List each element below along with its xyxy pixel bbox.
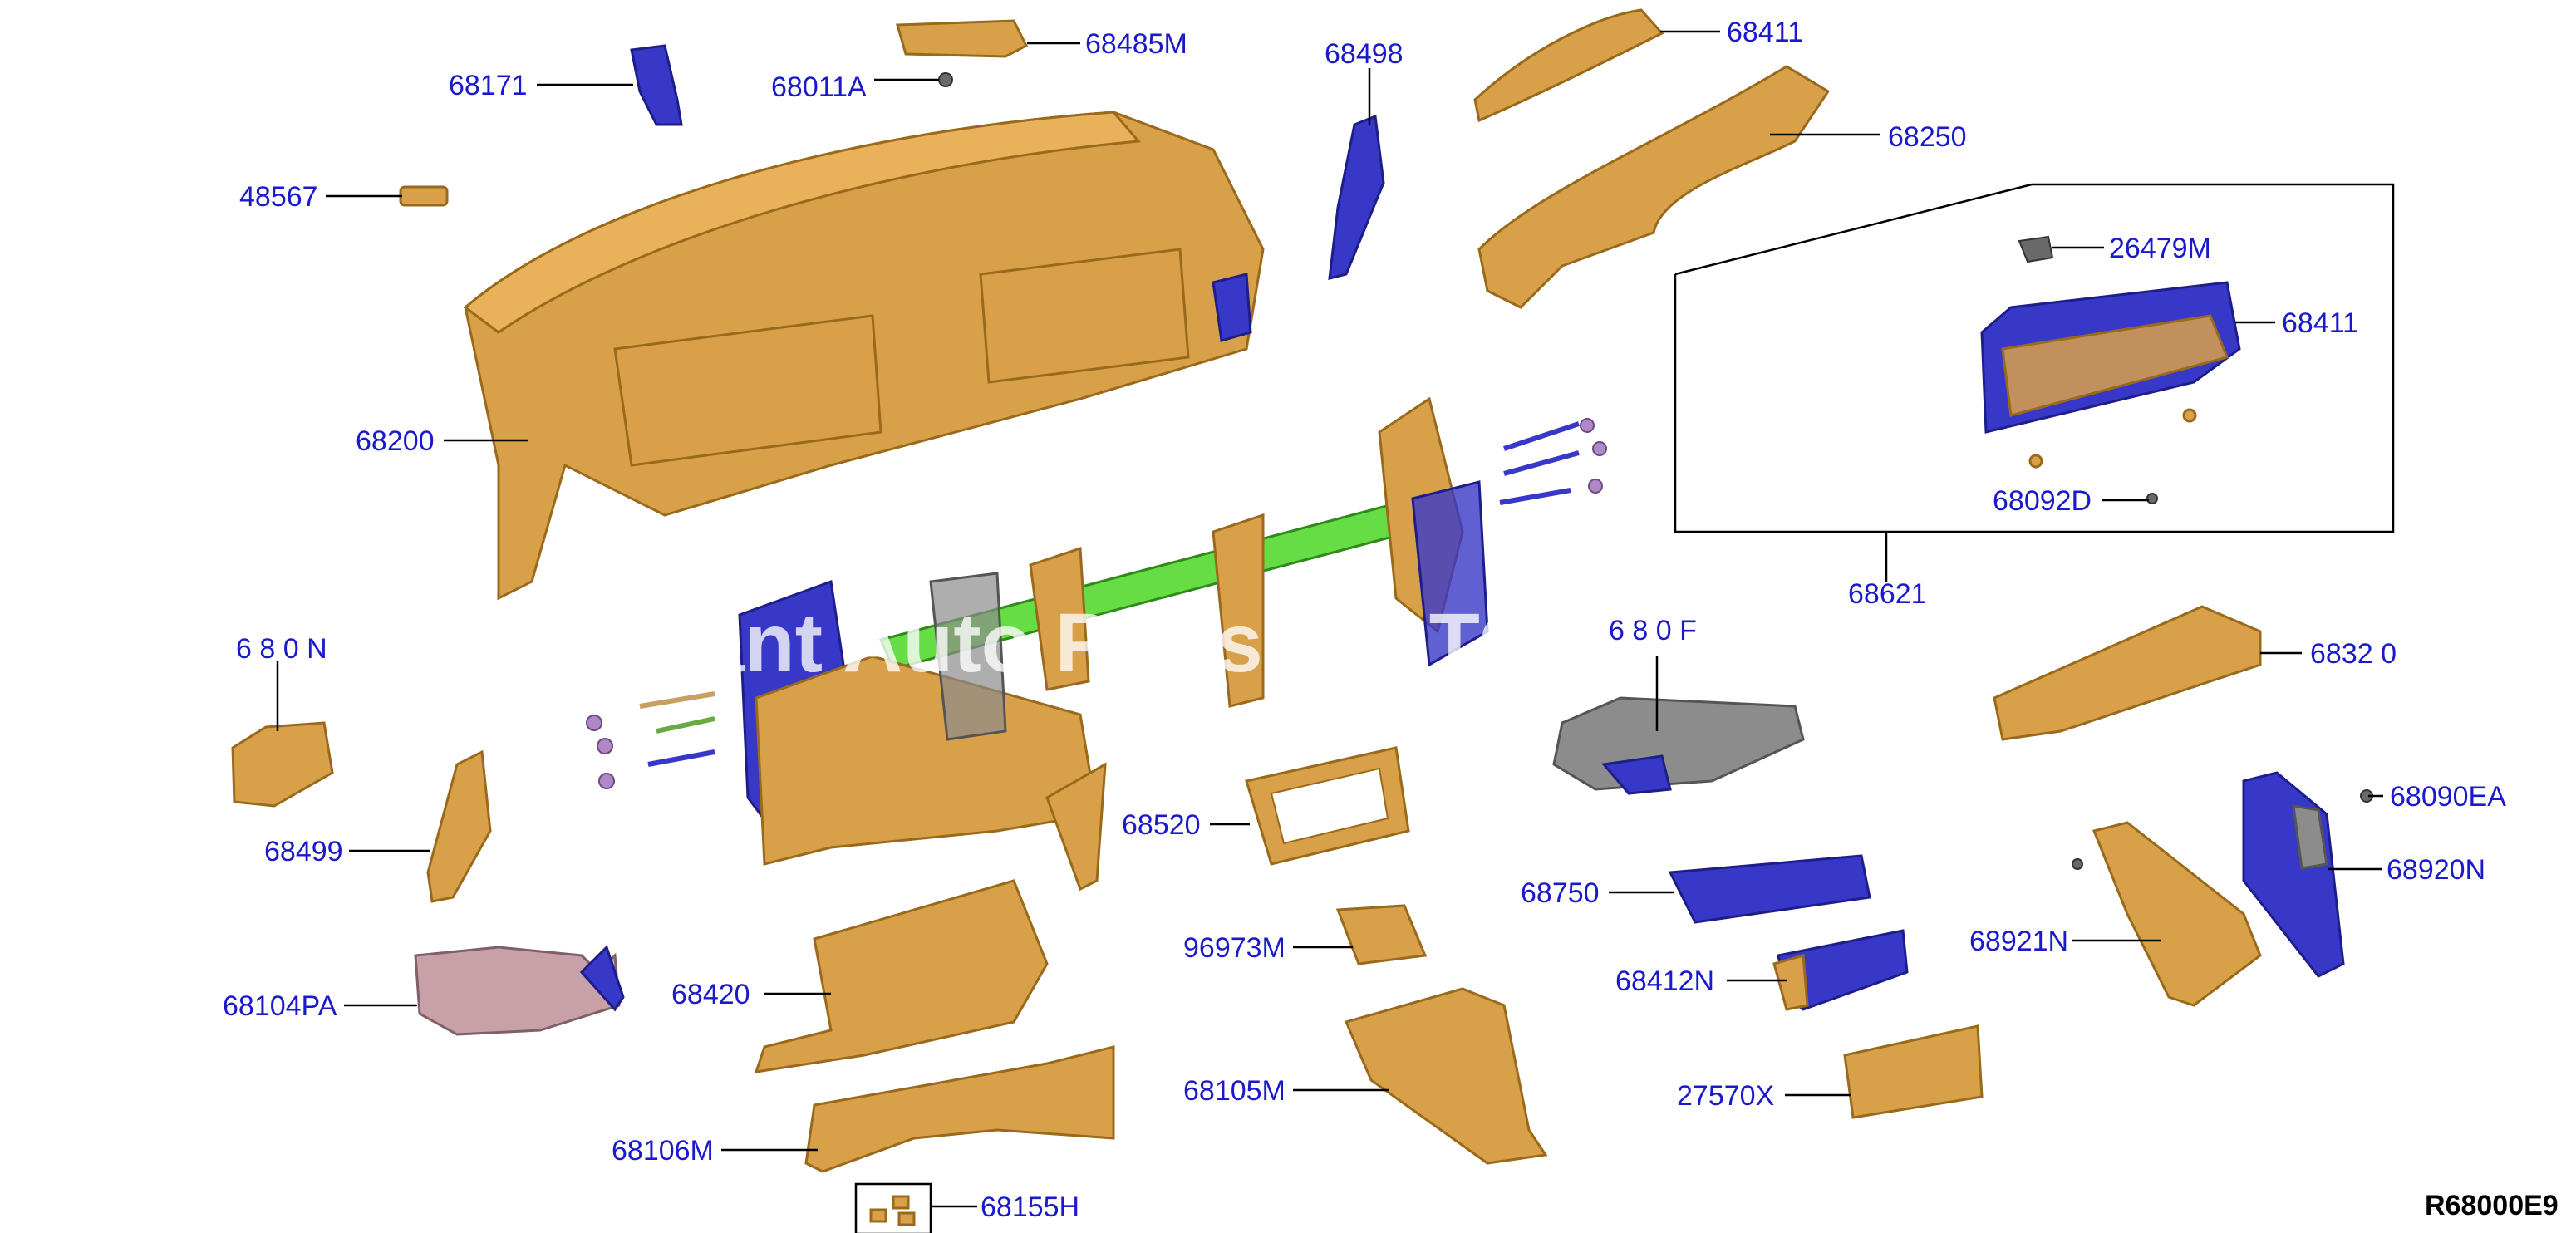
label-6832: 6832 0 bbox=[2310, 638, 2397, 670]
part-68420-finisher bbox=[754, 879, 1049, 1073]
part-68104PA-insulator bbox=[414, 946, 621, 1036]
label-68104PA: 68104PA bbox=[223, 990, 337, 1022]
diagram-reference-code: R68000E9 bbox=[2425, 1190, 2559, 1221]
part-68621-glovebox-group bbox=[1674, 183, 2395, 533]
part-68750-ventilator bbox=[1668, 854, 1871, 924]
label-68485M: 68485M bbox=[1085, 28, 1187, 60]
label-68621: 68621 bbox=[1848, 578, 1927, 610]
part-68171-bracket bbox=[630, 44, 683, 126]
part-68250-panel bbox=[1477, 65, 1831, 309]
label-68520: 68520 bbox=[1122, 809, 1201, 841]
part-68106M-finisher bbox=[804, 1045, 1115, 1173]
label-68106M: 68106M bbox=[612, 1135, 714, 1167]
label-26479M: 26479M bbox=[2109, 233, 2211, 264]
label-68921N: 68921N bbox=[1969, 926, 2068, 957]
part-68104PA-edge bbox=[579, 945, 625, 1012]
label-68411-top: 68411 bbox=[1727, 17, 1803, 48]
part-68200-dashboard bbox=[463, 111, 1265, 601]
label-68011A: 68011A bbox=[771, 71, 867, 103]
part-6830-duct bbox=[1552, 696, 1805, 791]
label-48567: 48567 bbox=[239, 181, 318, 213]
part-68105M-finisher bbox=[1344, 987, 1548, 1165]
part-6830-duct-blue bbox=[1601, 754, 1672, 795]
label-68090EA: 68090EA bbox=[2390, 781, 2506, 813]
steering-member-assembly bbox=[738, 396, 1489, 892]
label-68750: 68750 bbox=[1521, 877, 1600, 909]
label-96973M: 96973M bbox=[1183, 932, 1286, 964]
part-68485M-cover bbox=[896, 19, 1029, 58]
label-68920N: 68920N bbox=[2387, 854, 2485, 886]
label-68420: 68420 bbox=[671, 979, 750, 1010]
label-68411-box: 68411 bbox=[2282, 307, 2358, 339]
label-68105M: 68105M bbox=[1183, 1075, 1286, 1107]
part-68499-cover bbox=[426, 749, 492, 903]
part-27570X-control bbox=[1843, 1024, 1984, 1119]
label-68250: 68250 bbox=[1888, 121, 1967, 153]
part-68011A-screw bbox=[938, 72, 953, 87]
part-68520-opening bbox=[1270, 767, 1389, 845]
part-68921N-cover bbox=[2092, 821, 2262, 1007]
label-68092D: 68092D bbox=[1993, 485, 2092, 517]
label-68498: 68498 bbox=[1325, 38, 1404, 70]
part-68155H-clips bbox=[854, 1182, 932, 1233]
label-680N: 6 8 0 N bbox=[236, 633, 327, 665]
part-68412N-tan bbox=[1772, 954, 1809, 1011]
watermark-text: ant Auto Parts O STOR bbox=[698, 597, 1603, 690]
label-6830: 6 8 0 F bbox=[1609, 615, 1697, 646]
fastener-bolts bbox=[586, 418, 1607, 789]
label-68171: 68171 bbox=[449, 70, 528, 101]
part-68411-top-panel bbox=[1473, 8, 1664, 123]
label-68200: 68200 bbox=[356, 425, 435, 457]
part-68920N-cover bbox=[2242, 771, 2345, 978]
part-6832-lid bbox=[1993, 605, 2262, 741]
part-96973M-holder bbox=[1335, 904, 1428, 965]
part-68920N-insert bbox=[2292, 804, 2328, 870]
label-68412N: 68412N bbox=[1615, 965, 1714, 997]
part-68090EA-screw-2 bbox=[2072, 858, 2083, 870]
leader-lines bbox=[276, 30, 2383, 1208]
label-68499: 68499 bbox=[264, 836, 343, 867]
label-68155H: 68155H bbox=[981, 1191, 1079, 1223]
part-680N-trim bbox=[231, 721, 334, 808]
label-27570X: 27570X bbox=[1677, 1080, 1774, 1112]
part-68498-bracket bbox=[1328, 114, 1385, 280]
part-48567-clip bbox=[399, 185, 449, 207]
